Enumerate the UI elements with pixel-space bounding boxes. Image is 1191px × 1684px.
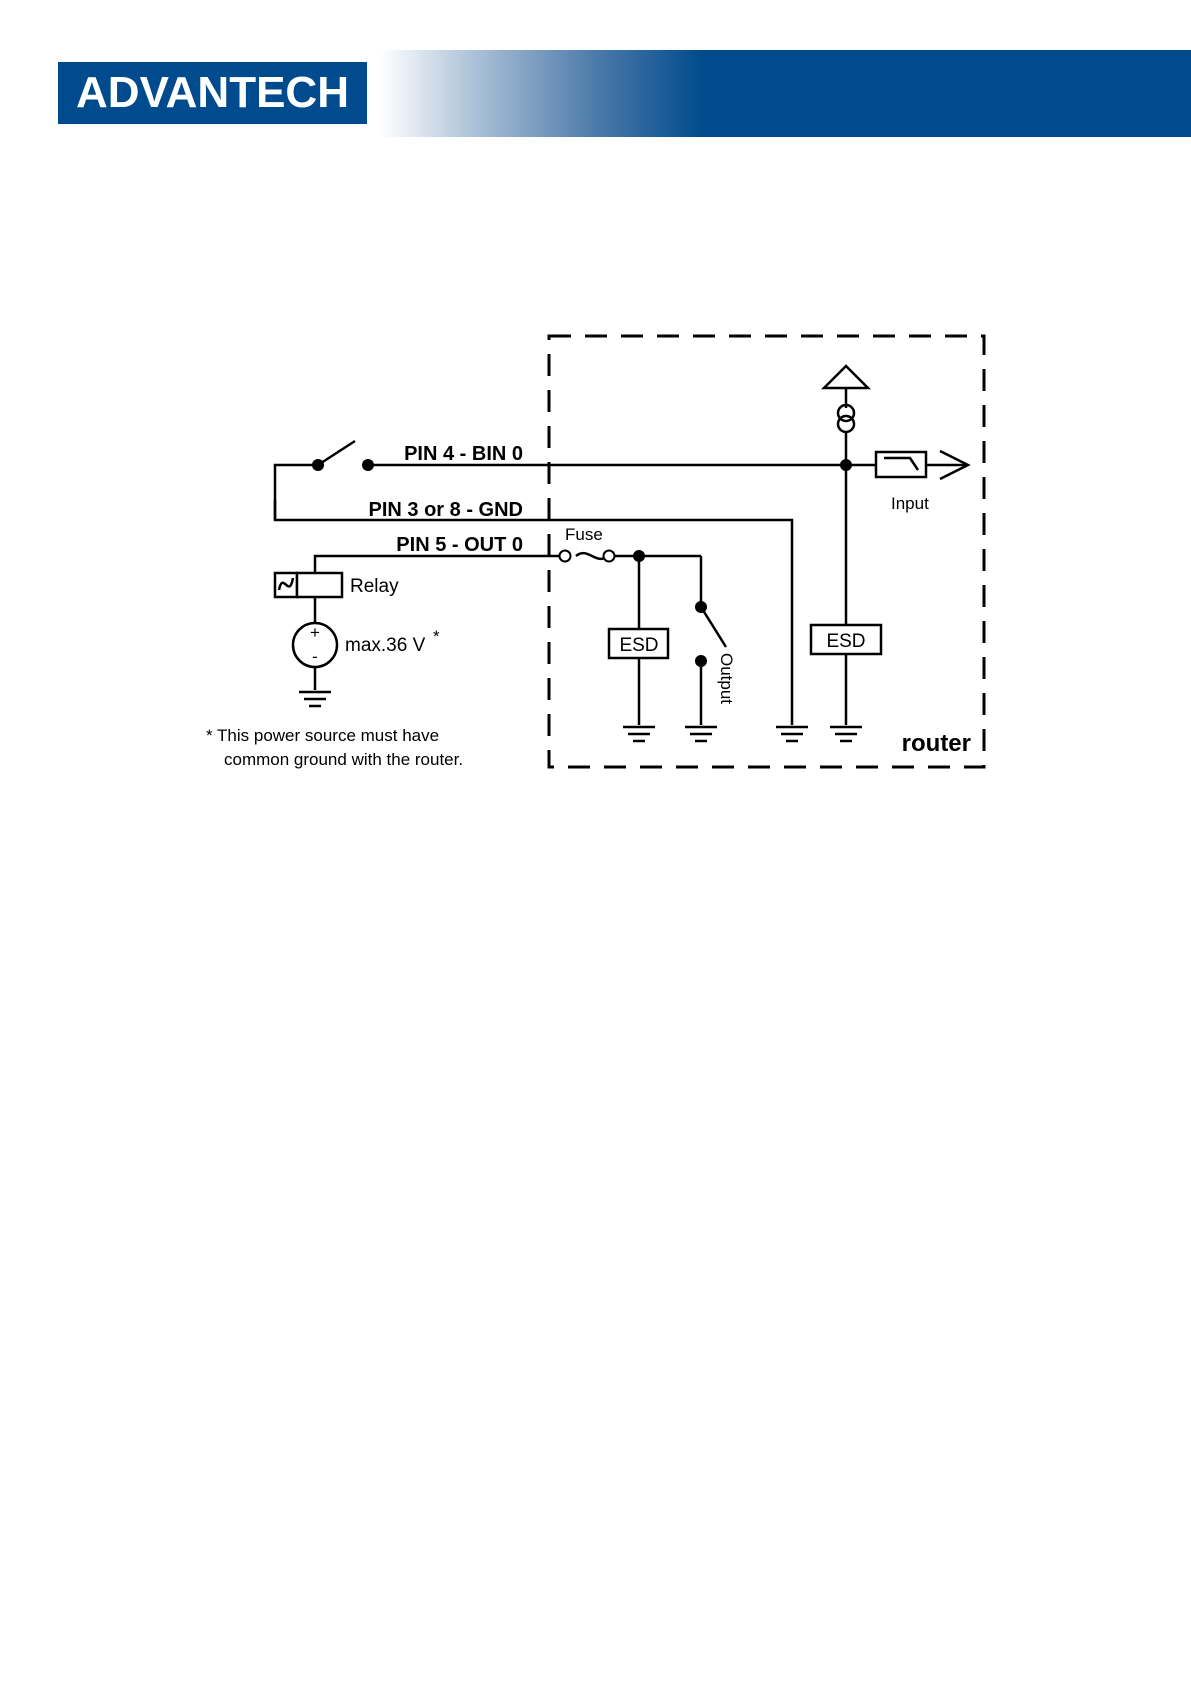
switch-contact-left (312, 459, 324, 471)
minus-sign: - (312, 647, 318, 666)
fuse-terminal-right (604, 551, 615, 562)
switch-contact-right (362, 459, 374, 471)
current-source-icon (824, 366, 868, 465)
output-switch-top (695, 601, 707, 613)
router-boundary (549, 336, 984, 767)
pin5-label: PIN 5 - OUT 0 (396, 534, 523, 556)
router-label: router (902, 730, 971, 757)
pin3-label: PIN 3 or 8 - GND (369, 499, 523, 521)
output-label: Output (717, 653, 736, 704)
fuse-terminal-left (560, 551, 571, 562)
voltage-mark: * (433, 627, 440, 646)
pin3-gnd-circuit (275, 500, 808, 741)
relay-icon (275, 573, 342, 623)
pin4-label: PIN 4 - BIN 0 (404, 443, 523, 465)
esd-output-label: ESD (619, 635, 658, 656)
fuse-label: Fuse (565, 525, 603, 544)
plus-sign: + (310, 623, 320, 642)
footnote-line2: common ground with the router. (224, 750, 463, 769)
output-switch-bottom (695, 655, 707, 667)
relay-label: Relay (350, 576, 399, 597)
voltage-label: max.36 V (345, 635, 426, 656)
esd-input-label: ESD (826, 631, 865, 652)
footnote-line1: * This power source must have (206, 726, 439, 745)
esd-input-branch (811, 465, 881, 741)
input-label: Input (891, 494, 929, 513)
